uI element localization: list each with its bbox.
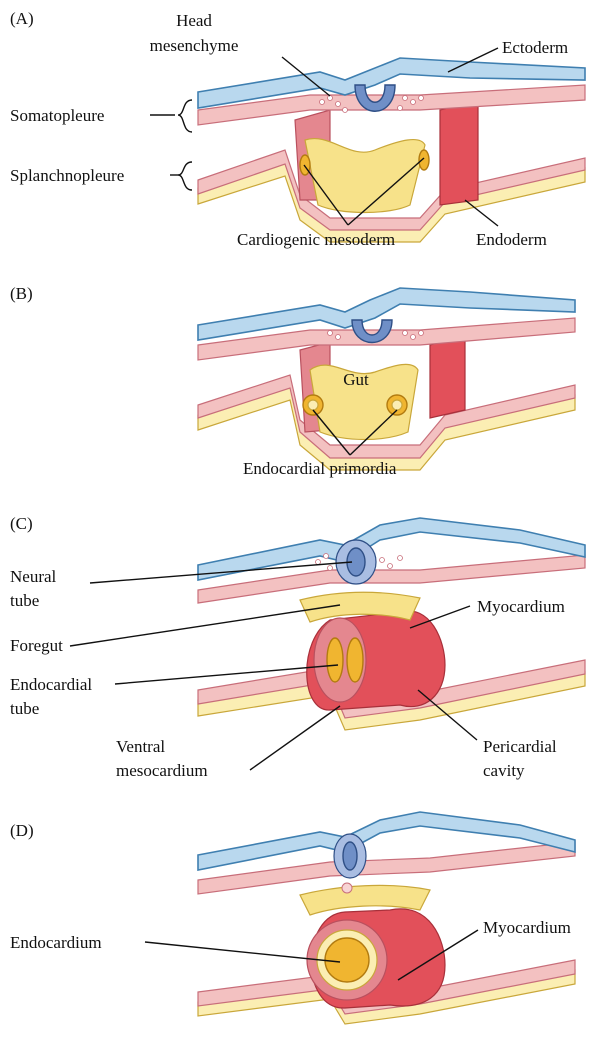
label-myocardium-c: Myocardium xyxy=(477,597,565,616)
label-myocardium-d: Myocardium xyxy=(483,918,571,937)
label-head-mesenchyme-line1: Head xyxy=(176,11,212,30)
label-neural-tube-line1: Neural xyxy=(10,567,57,586)
label-ventral-mesocardium-line1: Ventral xyxy=(116,737,165,756)
label-endocardial-tube-line2: tube xyxy=(10,699,39,718)
label-ventral-mesocardium-line2: mesocardium xyxy=(116,761,208,780)
label-endoderm: Endoderm xyxy=(476,230,547,249)
label-endocardium: Endocardium xyxy=(10,933,102,952)
label-endocardial-tube-line1: Endocardial xyxy=(10,675,92,694)
label-foregut: Foregut xyxy=(10,636,63,655)
panel-c-illustration xyxy=(197,517,586,731)
text-labels: (A) (B) (C) (D) Head mesenchyme Ectoderm… xyxy=(10,9,571,952)
panel-b-illustration xyxy=(197,287,576,471)
label-pericardial-cavity-line1: Pericardial xyxy=(483,737,557,756)
label-somatopleure: Somatopleure xyxy=(10,106,104,125)
label-gut: Gut xyxy=(343,370,369,389)
panel-label-c: (C) xyxy=(10,514,33,533)
label-splanchnopleure: Splanchnopleure xyxy=(10,166,124,185)
label-endocardial-primordia: Endocardial primordia xyxy=(243,459,397,478)
panel-label-b: (B) xyxy=(10,284,33,303)
label-neural-tube-line2: tube xyxy=(10,591,39,610)
leader-lines xyxy=(69,47,499,981)
label-ectoderm: Ectoderm xyxy=(502,38,568,57)
label-cardiogenic-mesoderm: Cardiogenic mesoderm xyxy=(237,230,395,249)
label-pericardial-cavity-line2: cavity xyxy=(483,761,525,780)
panel-label-d: (D) xyxy=(10,821,34,840)
panel-a-illustration xyxy=(197,57,586,243)
panel-d-illustration xyxy=(197,811,576,1025)
label-head-mesenchyme-line2: mesenchyme xyxy=(150,36,239,55)
panel-label-a: (A) xyxy=(10,9,34,28)
